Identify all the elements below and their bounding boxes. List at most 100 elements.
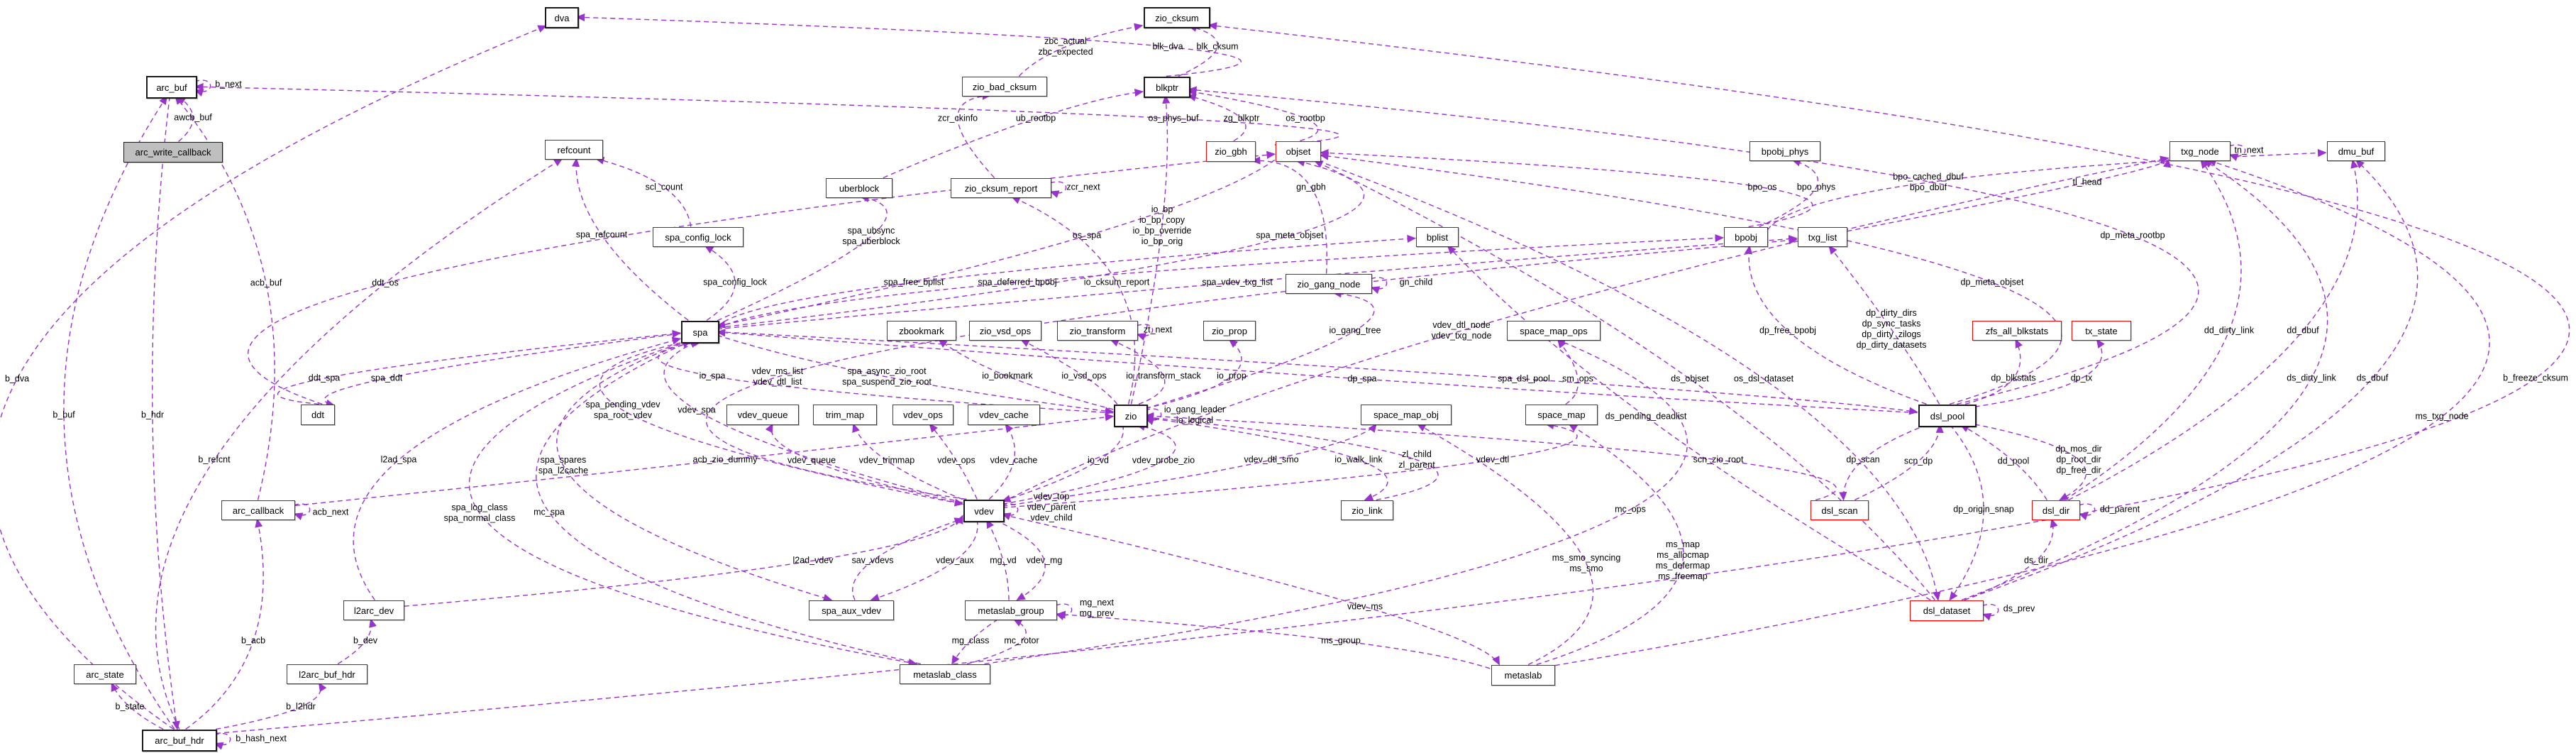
node-tx_state[interactable]: tx_state (2072, 321, 2131, 341)
edge-metaslab-space_map (1536, 423, 1684, 666)
node-zio_cksum[interactable]: zio_cksum (1144, 7, 1210, 28)
edge-vdev-vdev_cache (988, 423, 1015, 500)
edge-vdev-spa (663, 340, 963, 503)
node-label: vdev_cache (979, 410, 1029, 420)
node-dsl_pool[interactable]: dsl_pool (1918, 405, 1977, 427)
edge-zio-zio_link (1145, 417, 1388, 501)
node-arc_callback[interactable]: arc_callback (221, 500, 295, 520)
node-label: bpobj_phys (1761, 145, 1809, 157)
node-uberblock[interactable]: uberblock (826, 178, 892, 198)
node-dsl_dataset[interactable]: dsl_dataset (1910, 600, 1984, 621)
edge-objset-dsl_dataset (1317, 160, 1941, 601)
node-dmu_buf[interactable]: dmu_buf (2327, 141, 2385, 161)
node-zio_prop[interactable]: zio_prop (1203, 321, 1256, 341)
node-metaslab_group[interactable]: metaslab_group (965, 600, 1057, 620)
edge-dsl_dir-dmu_buf (2068, 159, 2359, 501)
edge-txg_list-txg_node (1847, 158, 2171, 232)
edge-metaslab_group-metaslab_class (951, 618, 999, 665)
node-vdev_ops[interactable]: vdev_ops (892, 405, 953, 425)
edge-zio-zio_vsd_ops (1020, 339, 1118, 405)
node-label: zio_transform (1069, 325, 1126, 336)
node-label: blkptr (1156, 82, 1178, 93)
edge-zio-zio_cksum_report (1011, 196, 1136, 405)
edge-spa-dsl_pool (717, 331, 1918, 415)
edge-metaslab_group-vdev (986, 519, 1010, 600)
node-vdev[interactable]: vdev (963, 500, 1005, 522)
edge-zio_gbh-blkptr (1187, 94, 1246, 142)
edge-dsl_pool-bpobj (1745, 245, 1927, 405)
node-arc_buf_hdr[interactable]: arc_buf_hdr (142, 730, 217, 752)
node-metaslab_class[interactable]: metaslab_class (900, 664, 990, 684)
edge-objset-arc_buf (194, 82, 1340, 145)
edge-dsl_pool-dsl_dir (1974, 424, 2087, 501)
node-arc_state[interactable]: arc_state (74, 664, 136, 684)
node-vdev_cache[interactable]: vdev_cache (968, 405, 1040, 425)
node-label: zio_vsd_ops (979, 325, 1032, 336)
node-objset[interactable]: objset (1276, 141, 1321, 162)
node-bpobj[interactable]: bpobj (1724, 227, 1768, 247)
node-spa[interactable]: spa (681, 321, 719, 343)
edge-spa-vdev (599, 340, 964, 507)
node-zio_gang_node[interactable]: zio_gang_node (1286, 274, 1372, 294)
node-refcount[interactable]: refcount (545, 140, 603, 160)
node-label: zio_link (1351, 505, 1383, 516)
node-spa_aux_vdev[interactable]: spa_aux_vdev (809, 600, 894, 620)
node-label: metaslab (1504, 670, 1542, 681)
node-zio_cksum_report[interactable]: zio_cksum_report (951, 178, 1051, 198)
edge-dsl_pool-zfs_all_blkstats (1964, 339, 2023, 405)
node-zfs_all_blkstats[interactable]: zfs_all_blkstats (1972, 321, 2062, 341)
node-dsl_scan[interactable]: dsl_scan (1811, 500, 1869, 520)
node-label: vdev_queue (737, 410, 788, 420)
node-arc_write_callback[interactable]: arc_write_callback (123, 142, 223, 163)
node-zbookmark[interactable]: zbookmark (887, 321, 956, 341)
node-zio_gbh[interactable]: zio_gbh (1206, 141, 1256, 162)
node-spa_config_lock[interactable]: spa_config_lock (653, 227, 743, 247)
edge-txg_node-txg_node (2228, 144, 2246, 161)
node-label: metaslab_class (913, 669, 977, 680)
node-space_map[interactable]: space_map (1525, 405, 1598, 425)
node-txg_list[interactable]: txg_list (1798, 227, 1847, 247)
node-ddt[interactable]: ddt (301, 405, 335, 425)
node-l2arc_dev[interactable]: l2arc_dev (343, 600, 404, 620)
node-label: space_map_obj (1373, 410, 1439, 420)
node-metaslab[interactable]: metaslab (1491, 665, 1555, 686)
node-arc_buf[interactable]: arc_buf (146, 76, 197, 99)
edge-vdev-txg_node (1002, 155, 2169, 503)
edge-metaslab_group-metaslab_group (1055, 603, 1073, 620)
node-trim_map[interactable]: trim_map (813, 405, 877, 425)
node-dsl_dir[interactable]: dsl_dir (2032, 500, 2080, 520)
edge-dsl_dataset-bplist (1447, 245, 1931, 601)
node-zio_transform[interactable]: zio_transform (1057, 321, 1138, 341)
node-zio[interactable]: zio (1114, 405, 1148, 427)
node-l2arc_buf_hdr[interactable]: l2arc_buf_hdr (287, 664, 367, 684)
edge-uberblock-blkptr (883, 88, 1144, 179)
node-bpobj_phys[interactable]: bpobj_phys (1749, 141, 1820, 161)
node-space_map_ops[interactable]: space_map_ops (1507, 321, 1601, 341)
edge-zio-zio_transform (1110, 339, 1166, 405)
edge-dsl_dir-txg_node (2064, 159, 2242, 501)
edge-arc_write_callback-arc_buf (177, 95, 194, 142)
node-label: trim_map (825, 410, 865, 420)
edge-spa-objset (717, 158, 1365, 329)
edge-dsl_pool-tx_state (1974, 339, 2105, 407)
node-blkptr[interactable]: blkptr (1144, 77, 1190, 98)
node-zio_vsd_ops[interactable]: zio_vsd_ops (969, 321, 1041, 341)
node-dva[interactable]: dva (545, 7, 579, 28)
node-space_map_obj[interactable]: space_map_obj (1361, 405, 1452, 425)
node-zio_link[interactable]: zio_link (1341, 500, 1393, 520)
edge-bpobj-objset (1319, 149, 1813, 228)
node-label: zio_cksum_report (964, 182, 1038, 194)
edge-ddt-spa (277, 329, 682, 405)
edge-bpobj-bpobj_phys (1759, 158, 1819, 228)
node-bplist[interactable]: bplist (1416, 227, 1459, 247)
edge-metaslab_class-space_map_ops (984, 339, 1688, 665)
edge-spa-uberblock (717, 194, 888, 321)
node-txg_node[interactable]: txg_node (2169, 141, 2230, 161)
edge-spa_config_lock-refcount (595, 157, 692, 227)
edge-l2arc_buf_hdr-l2arc_dev (337, 618, 377, 665)
node-vdev_queue[interactable]: vdev_queue (726, 405, 799, 425)
edge-zio_link-zio (1144, 414, 1439, 501)
node-zio_bad_cksum[interactable]: zio_bad_cksum (962, 77, 1047, 97)
edge-dsl_dataset-txg_node (1961, 159, 2328, 601)
